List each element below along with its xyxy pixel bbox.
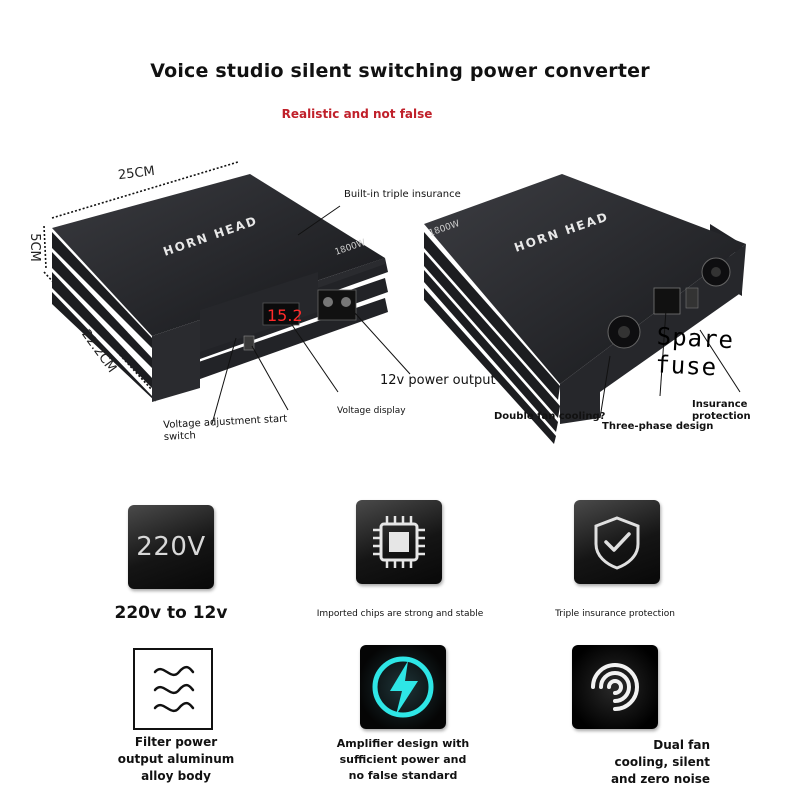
callout-double-fan: Double fan cooling? — [494, 411, 606, 422]
callout-three-phase: Three-phase design — [602, 421, 714, 432]
voltage-220v-icon: 220V — [128, 505, 214, 589]
feature-label-protection: Triple insurance protection — [555, 609, 675, 619]
callout-built-in-insurance: Built-in triple insurance — [344, 189, 461, 200]
feature-label-filter: Filter power output aluminum alloy body — [117, 735, 235, 783]
right-device-fuse — [685, 287, 699, 309]
callout-voltage-display: Voltage display — [337, 406, 406, 416]
lightning-icon — [360, 645, 446, 729]
callout-spare-fuse: Spare fuse — [654, 322, 735, 382]
shield-check-icon — [574, 500, 660, 584]
left-device-illustration: HORN HEAD 1800W 15.2 — [43, 161, 411, 425]
wave-filter-icon — [133, 648, 213, 730]
page-subtitle: Realistic and not false — [281, 107, 433, 121]
left-device-output-terminal — [317, 289, 357, 321]
right-device-power-socket — [653, 287, 681, 315]
chip-icon — [356, 500, 442, 584]
feature-label-voltage: 220v to 12v — [114, 603, 228, 623]
dimension-height: 5CM — [26, 233, 42, 262]
callout-insurance-protection: Insurance protection — [692, 399, 751, 422]
callout-12v-output: 12v power output — [380, 373, 496, 388]
page-title: Voice studio silent switching power conv… — [150, 60, 650, 82]
feature-label-chips: Imported chips are strong and stable — [316, 609, 484, 619]
right-device-top — [424, 174, 746, 384]
right-device-fins — [424, 224, 742, 444]
voltage-icon-text: 220V — [136, 532, 206, 562]
feature-label-fan: Dual fan cooling, silent and zero noise — [610, 738, 710, 786]
fan-swirl-icon — [572, 645, 658, 729]
left-device-display-value: 15.2 — [267, 306, 303, 325]
left-device-top — [52, 174, 385, 336]
feature-label-amplifier: Amplifier design with sufficient power a… — [336, 737, 470, 782]
left-device-switch — [243, 335, 255, 351]
left-device-display — [262, 302, 300, 326]
right-device-illustration: HORN HEAD 1800W — [424, 174, 746, 444]
